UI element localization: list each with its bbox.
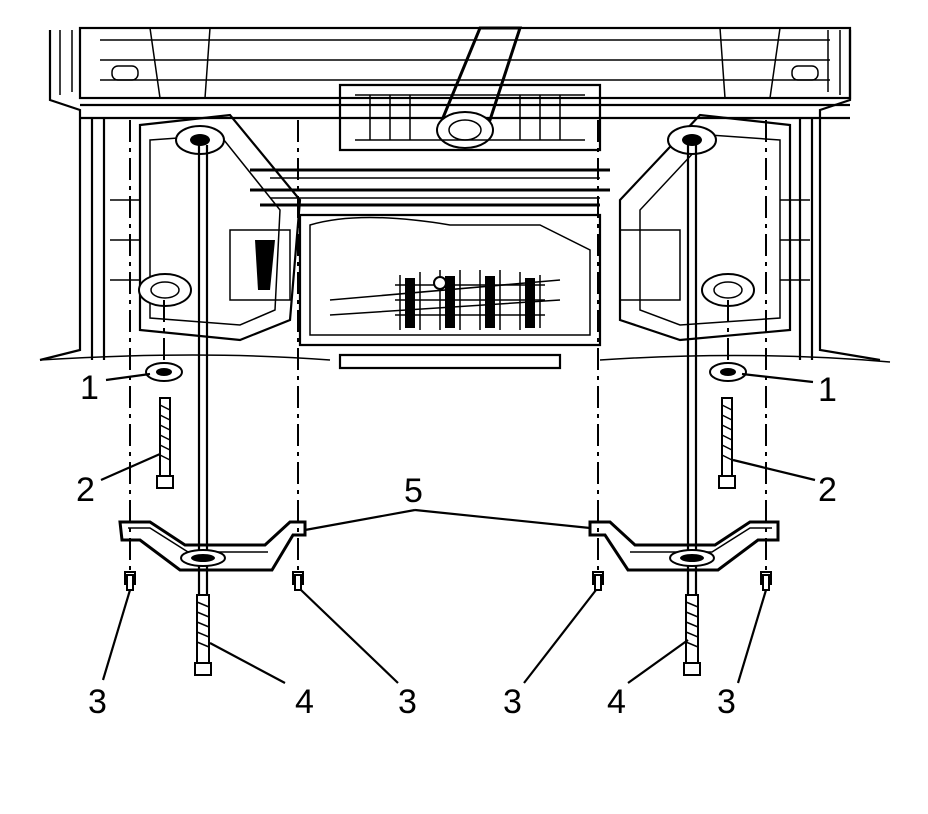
alignment-lines <box>129 120 767 585</box>
callout-5: 5 <box>404 472 423 510</box>
callout-2-right: 2 <box>818 471 837 509</box>
callout-3-b: 3 <box>398 683 417 721</box>
washer-left <box>145 362 183 382</box>
bolt-2-right <box>718 397 736 489</box>
bolt-4-left <box>194 594 212 676</box>
brace-left <box>118 520 307 572</box>
callout-3-c: 3 <box>503 683 522 721</box>
callout-3-a: 3 <box>88 683 107 721</box>
long-bolt-guides <box>197 145 698 600</box>
callout-1-right: 1 <box>818 371 837 409</box>
callout-4-left: 4 <box>295 683 314 721</box>
washer-right <box>709 362 747 382</box>
bolt-3-b <box>292 571 304 591</box>
bolt-3-a <box>124 571 136 591</box>
bolt-4-right <box>683 594 701 676</box>
leader-lines <box>100 372 816 684</box>
bolt-3-d <box>760 571 772 591</box>
callout-1-left: 1 <box>80 369 99 407</box>
brace-right <box>588 520 780 572</box>
callout-3-d: 3 <box>717 683 736 721</box>
bolt-3-c <box>592 571 604 591</box>
vehicle-underbody <box>39 26 891 370</box>
callout-2-left: 2 <box>76 471 95 509</box>
callout-4-right: 4 <box>607 683 626 721</box>
callout-labels: 1 1 2 2 5 3 4 3 3 4 3 <box>76 369 837 721</box>
bolt-2-left <box>156 397 174 489</box>
